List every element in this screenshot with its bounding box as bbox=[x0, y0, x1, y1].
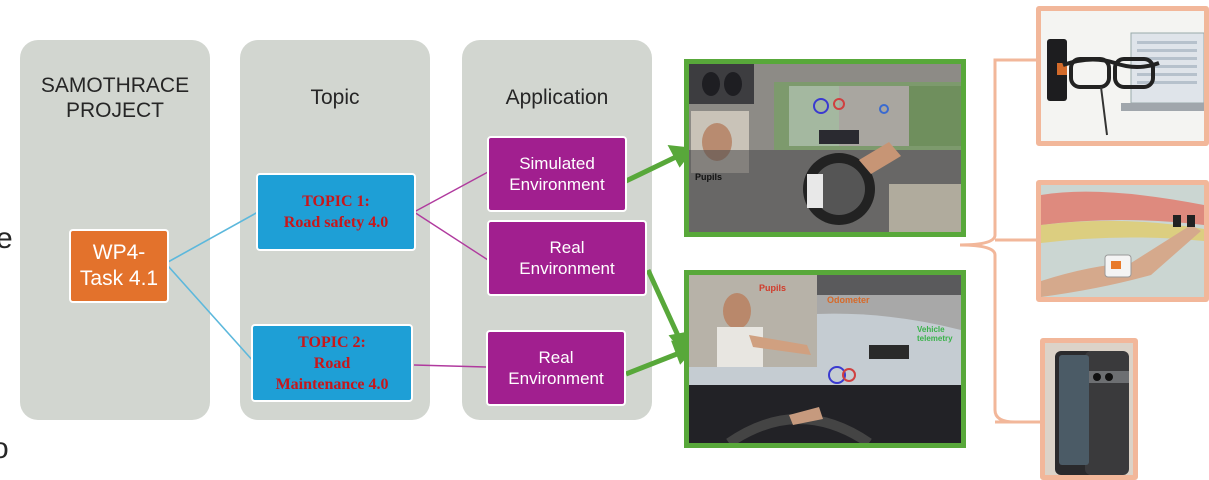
arrow-sim-photo bbox=[624, 152, 682, 184]
link-topic1-real bbox=[413, 211, 489, 261]
application-simulated-box: Simulated Environment bbox=[487, 136, 627, 212]
edge-fragment-e: e bbox=[0, 222, 13, 255]
application-column-title: Application bbox=[505, 86, 609, 109]
task-box: WP4- Task 4.1 bbox=[69, 229, 169, 303]
arrow-real-photo bbox=[645, 268, 683, 342]
eye-tracking-glasses-icon bbox=[1047, 32, 1204, 136]
bracket bbox=[959, 58, 1016, 424]
pupils-label-sim: Pupils bbox=[695, 172, 723, 182]
simulator-photo: Pupils bbox=[684, 59, 966, 237]
topic-column-title: Topic bbox=[310, 86, 360, 109]
link-topic1-sim bbox=[413, 171, 489, 213]
pupils-label-real: Pupils bbox=[759, 283, 787, 293]
task-label: WP4- Task 4.1 bbox=[79, 241, 159, 290]
link-task-topic1 bbox=[167, 211, 259, 263]
application-real-1-label: Real Environment bbox=[519, 238, 615, 278]
vehicle-telemetry-label: Vehicle telemetry bbox=[917, 325, 953, 343]
project-column-title: SAMOTHRACE PROJECT bbox=[40, 74, 190, 122]
real-car-photo: Pupils Odometer Vehicle telemetry bbox=[684, 270, 966, 448]
link-topic2-real bbox=[413, 364, 487, 368]
topic-1-box: TOPIC 1: Road safety 4.0 bbox=[256, 173, 416, 251]
application-real-1-box: Real Environment bbox=[487, 220, 647, 296]
topic-2-box: TOPIC 2: Road Maintenance 4.0 bbox=[251, 324, 413, 402]
real-car-scene bbox=[689, 275, 961, 443]
application-real-2-label: Real Environment bbox=[508, 348, 604, 388]
topic-2-label: TOPIC 2: Road Maintenance 4.0 bbox=[275, 333, 389, 393]
edge-fragment-o: o bbox=[0, 432, 9, 465]
topic-1-label: TOPIC 1: Road safety 4.0 bbox=[283, 193, 389, 231]
application-simulated-label: Simulated Environment bbox=[509, 154, 605, 194]
wrist-sensor-icon bbox=[1041, 185, 1204, 297]
link-task-topic2 bbox=[167, 265, 255, 363]
device-glasses-card bbox=[1036, 6, 1209, 146]
device-phone-card bbox=[1040, 338, 1138, 480]
arrow-real2-photo bbox=[625, 349, 683, 377]
odometer-label: Odometer bbox=[827, 295, 870, 305]
smartphone-icon bbox=[1045, 343, 1133, 475]
device-wrist-card bbox=[1036, 180, 1209, 302]
application-real-2-box: Real Environment bbox=[486, 330, 626, 406]
simulator-scene bbox=[689, 64, 961, 232]
